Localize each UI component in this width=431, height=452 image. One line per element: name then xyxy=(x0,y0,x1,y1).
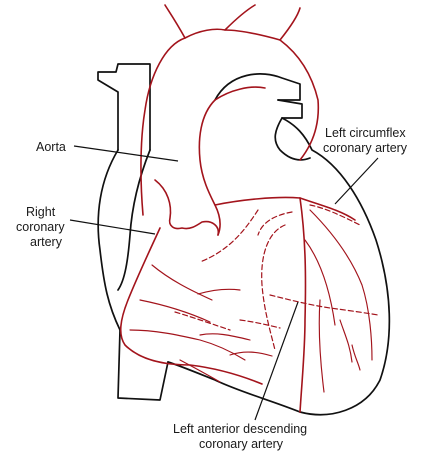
vessels xyxy=(119,4,379,413)
aorta-arch-descending xyxy=(279,39,320,161)
rca-branch-1 xyxy=(151,264,213,301)
lad-branch-3 xyxy=(318,299,325,393)
right-coronary-label-line3: artery xyxy=(30,235,63,249)
left-appendage-outline xyxy=(274,117,311,161)
posterior-vessel-4 xyxy=(269,294,379,316)
lad-label-line2: coronary artery xyxy=(199,437,284,451)
heart-outline xyxy=(97,63,391,416)
rca-branch-5 xyxy=(197,288,241,295)
rca-branch-2 xyxy=(139,299,211,323)
rca-branch-4 xyxy=(179,359,221,383)
posterior-vessel-3 xyxy=(309,204,361,226)
right-atrium-inner-outline xyxy=(117,149,151,291)
aorta-arch xyxy=(140,4,186,216)
right-atrium-outline xyxy=(97,149,121,331)
posterior-vessel-2 xyxy=(261,224,286,351)
aorta-body xyxy=(198,99,221,236)
left-circumflex-label-line2: coronary artery xyxy=(323,141,408,155)
aorta-leader xyxy=(73,145,179,162)
left-atrium-outline xyxy=(281,117,391,416)
left-circumflex-artery xyxy=(299,197,356,221)
aorta-arch-top xyxy=(184,4,256,39)
rca-branch-3 xyxy=(129,329,246,361)
posterior-vessel-1 xyxy=(199,209,259,263)
posterior-vessel-5 xyxy=(174,311,231,331)
lad-branch-5 xyxy=(351,344,361,371)
pulmonary-artery-outline xyxy=(214,73,301,101)
rca-branch-6 xyxy=(199,333,251,341)
leader-lines xyxy=(69,145,379,421)
right-coronary-leader xyxy=(69,219,156,235)
pulmonary-vein-upper-outline xyxy=(277,99,303,119)
pulmonary-trunk xyxy=(214,86,266,101)
lad-leader xyxy=(254,301,299,421)
aorta-label: Aorta xyxy=(36,140,66,154)
lad-branch-4 xyxy=(339,319,353,363)
right-coronary-label-line1: Right xyxy=(26,205,56,219)
apex-outline xyxy=(167,361,301,413)
left-main-coronary xyxy=(214,196,301,206)
right-coronary-label-line2: coronary xyxy=(16,220,65,234)
left-circumflex-leader xyxy=(334,157,379,205)
lad-branch-1 xyxy=(304,239,336,326)
posterior-vessel-7 xyxy=(257,211,293,236)
rca-branch-7 xyxy=(229,351,273,357)
aorta-arch-right xyxy=(224,7,301,41)
posterior-vessel-6 xyxy=(239,319,281,329)
left-circumflex-label-line1: Left circumflex xyxy=(325,126,406,140)
aortic-root xyxy=(154,179,220,236)
superior-vena-cava-outline xyxy=(97,63,151,151)
lad-label-line1: Left anterior descending xyxy=(173,422,307,436)
labels: Aorta Right coronary artery Left circumf… xyxy=(16,126,408,451)
inferior-vena-cava-outline xyxy=(117,329,169,401)
left-anterior-descending-artery xyxy=(299,197,307,413)
right-coronary-artery xyxy=(119,227,263,385)
lad-branch-2 xyxy=(309,209,373,361)
